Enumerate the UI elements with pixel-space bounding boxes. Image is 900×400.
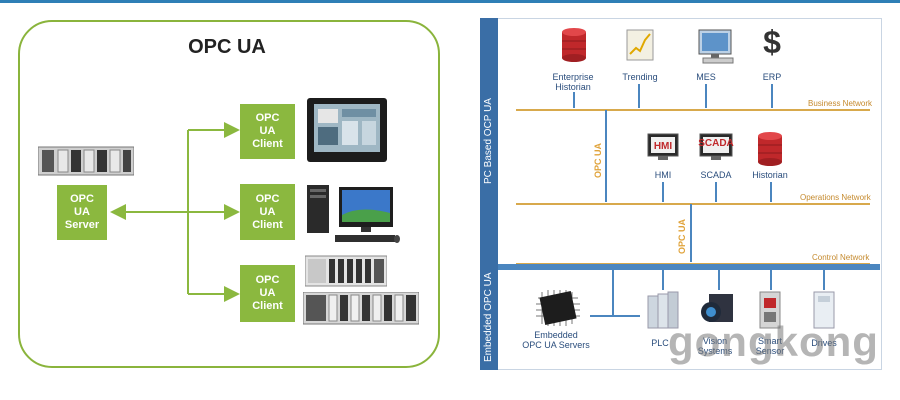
drop-line: [770, 270, 772, 290]
watermark: gongkong: [668, 318, 879, 365]
hmi-icon: HMI: [647, 133, 679, 160]
database-icon: [562, 28, 586, 62]
control-network-label: Control Network: [812, 253, 870, 262]
device-label: Drives: [811, 338, 837, 348]
business-item-label: Enterprise Historian: [552, 72, 594, 92]
operations-network-label: Operations Network: [800, 193, 871, 202]
embedded-label: Embedded OPC UA: [483, 272, 494, 363]
hmi-icon-text: HMI: [654, 141, 673, 152]
drop-line: [718, 270, 720, 290]
drop-line: [612, 270, 614, 316]
business-item-label: ERP: [762, 72, 782, 82]
dollar-icon: $: [763, 24, 781, 60]
drive-icon: [813, 291, 835, 329]
opc-ua-client-box: OPC UA Client: [240, 104, 295, 159]
trend-chart-icon: [626, 29, 654, 61]
historian-database-icon: [758, 132, 782, 166]
operations-item-label: SCADA: [700, 170, 732, 180]
device-label: PLC: [651, 338, 669, 348]
panel-title: OPC UA: [188, 36, 266, 58]
drop-line: [705, 84, 707, 108]
drop-line: [638, 84, 640, 108]
server-rack-icon: [38, 146, 134, 176]
touch-panel-icon: [307, 98, 387, 162]
scada-icon-text: SCADA: [698, 138, 734, 149]
opc-ua-server-box: OPC UA Server: [57, 185, 107, 240]
scada-icon: SCADA: [698, 133, 734, 160]
business-network-line: [516, 109, 870, 111]
computer-icon: [698, 29, 734, 64]
opc-ua-tag: OPC UA: [677, 218, 687, 254]
operations-item-label: HMI: [654, 170, 672, 180]
embedded-sidebar: [480, 264, 498, 370]
desktop-pc-icon: [307, 185, 400, 243]
embedded-server-label: Embedded OPC UA Servers: [522, 330, 590, 350]
pc-based-sidebar: [480, 18, 498, 264]
connector-line: [590, 315, 640, 317]
business-network-label: Business Network: [808, 99, 873, 108]
drop-line: [823, 270, 825, 290]
embedded-bus-bar: [498, 264, 880, 270]
chip-icon: [536, 290, 580, 326]
io-module-rack-icon: [303, 292, 419, 325]
smart-sensor-icon: [759, 291, 781, 329]
vision-camera-icon: [701, 294, 733, 322]
trunk-line: [690, 204, 692, 262]
top-accent-line: [0, 0, 900, 3]
trunk-line: [605, 110, 607, 202]
operations-item-label: Historian: [752, 170, 788, 180]
plc-rack-icon: [305, 255, 387, 287]
drop-line: [771, 84, 773, 108]
drop-line: [662, 270, 664, 290]
connection-arrows: [110, 122, 240, 302]
operations-network-line: [516, 203, 870, 205]
opc-ua-client-box: OPC UA Client: [240, 265, 295, 322]
device-label: Vision Systems: [697, 336, 733, 356]
drop-line: [573, 92, 575, 108]
opc-ua-tag: OPC UA: [593, 142, 603, 178]
drop-line: [662, 182, 664, 202]
pc-based-label: PC Based OCP UA: [483, 98, 494, 184]
business-item-label: Trending: [622, 72, 658, 82]
drop-line: [770, 182, 772, 202]
drop-line: [715, 182, 717, 202]
device-label: Smart Sensor: [755, 336, 785, 356]
business-item-label: MES: [696, 72, 716, 82]
plc-icon: [647, 291, 679, 329]
opc-ua-client-box: OPC UA Client: [240, 184, 295, 240]
